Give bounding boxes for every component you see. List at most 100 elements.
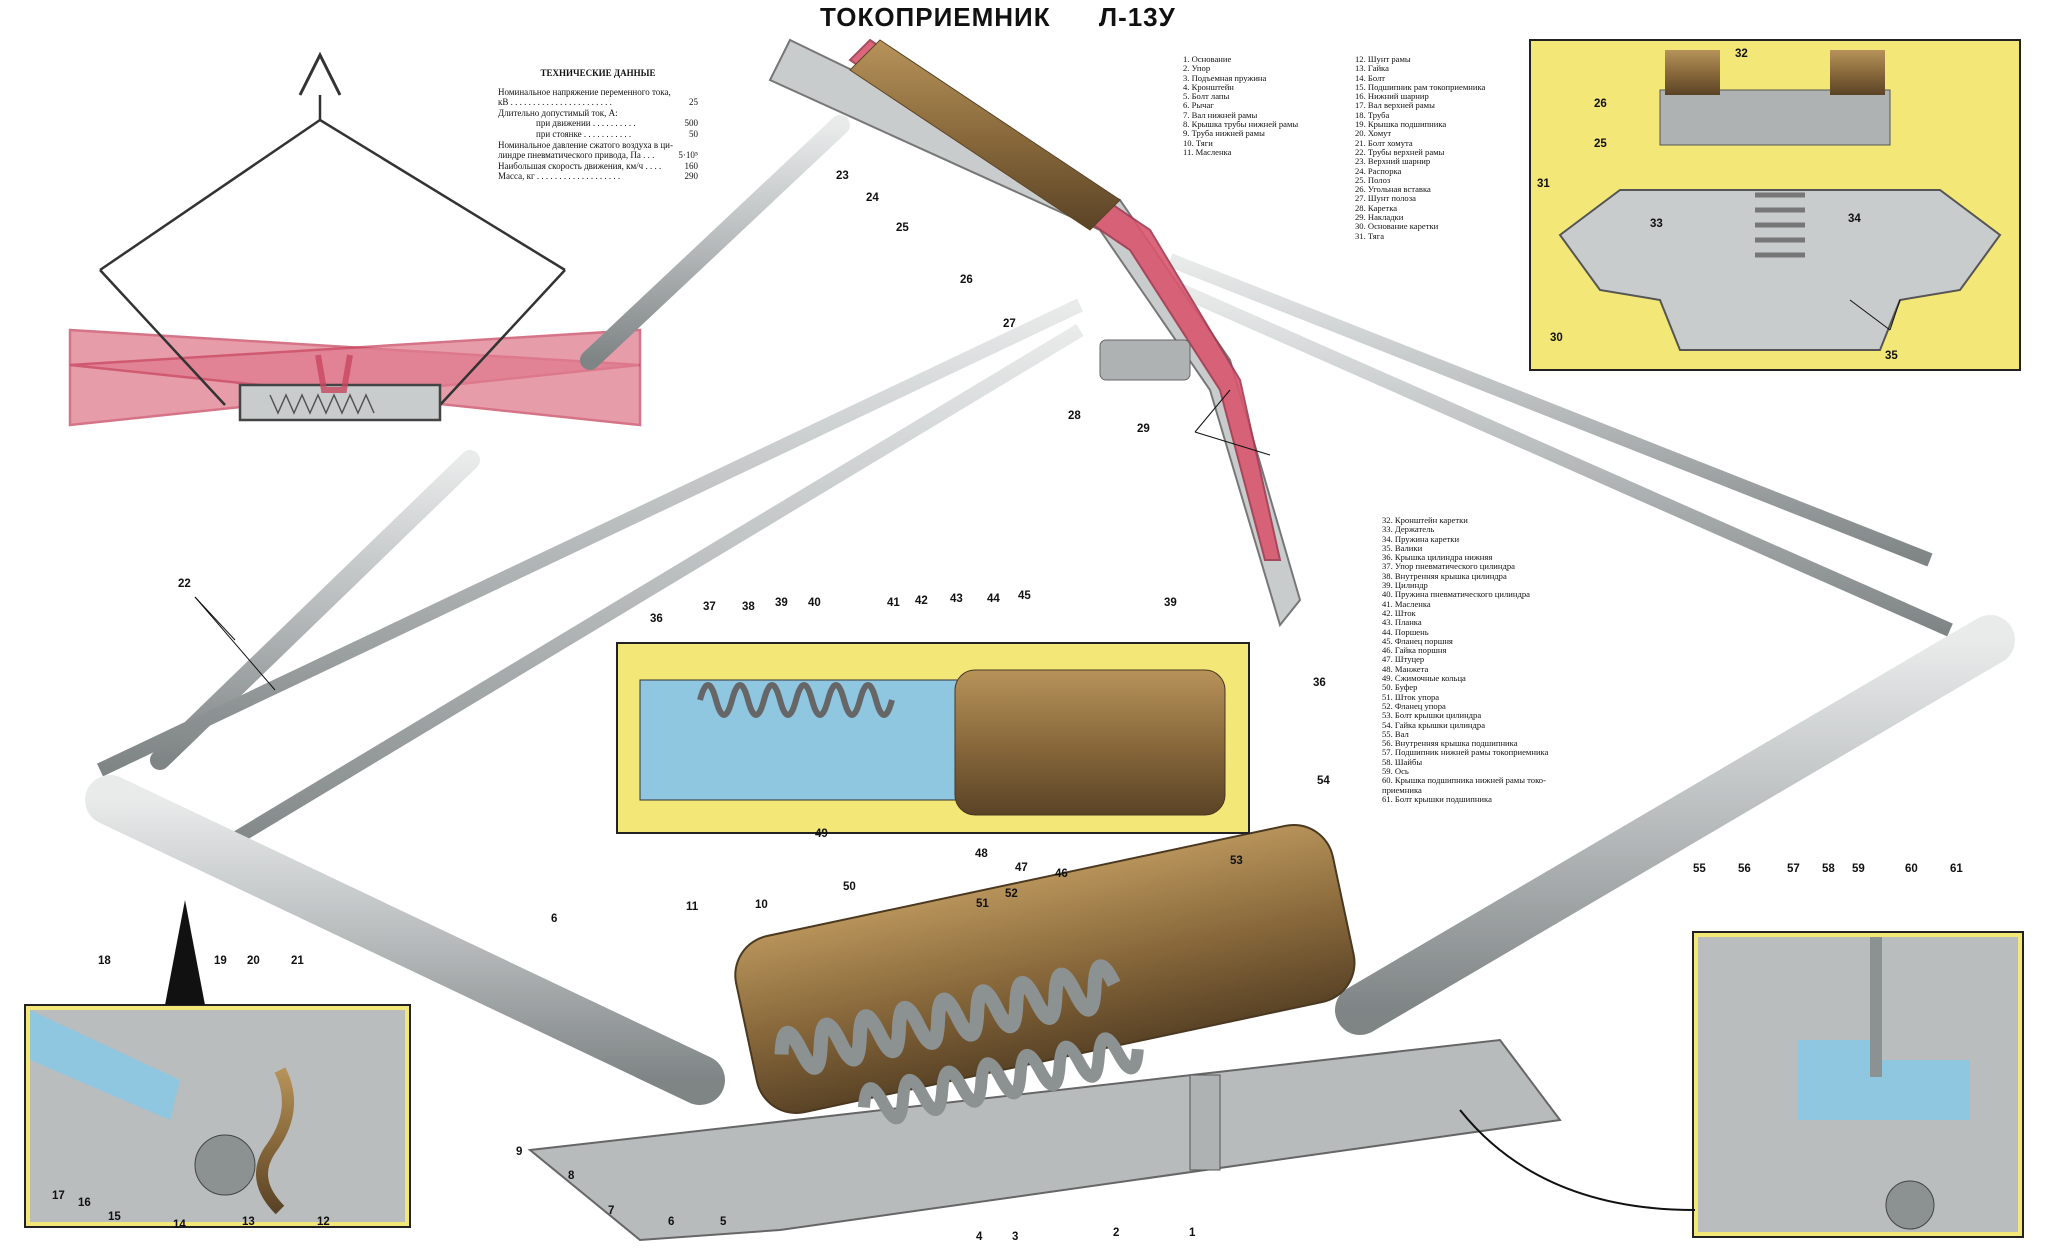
callout-label: 41	[887, 597, 900, 609]
spec-value: 25	[689, 97, 698, 108]
legend-item: 13. Гайка	[1355, 63, 1389, 74]
legend-item: 41. Масленка	[1382, 598, 1431, 609]
spec-row: Наибольшая скорость движения, км/ч . . .…	[498, 161, 698, 172]
callout-label: 46	[1055, 868, 1068, 880]
callout-label: 6	[551, 913, 558, 925]
legend-item: 56. Внутренняя крышка подшипника	[1382, 738, 1518, 749]
callout-label: 57	[1787, 863, 1800, 875]
callout-label: 47	[1015, 862, 1028, 874]
legend-item: 25. Полоз	[1355, 174, 1391, 185]
legend-item: 30. Основание каретки	[1355, 221, 1439, 232]
callout-label: 20	[247, 955, 260, 967]
callout-label: 16	[78, 1197, 91, 1209]
legend-item: 27. Шунт полоза	[1355, 193, 1416, 204]
callout-label: 55	[1693, 863, 1706, 875]
legend-item: 38. Внутренняя крышка цилиндра	[1382, 570, 1507, 581]
callout-label: 1	[1189, 1227, 1196, 1239]
callout-label: 37	[703, 601, 716, 613]
legend-item: 47. Штуцер	[1382, 654, 1425, 665]
legend-item: 11. Масленка	[1183, 146, 1232, 157]
legend-item: 55. Вал	[1382, 728, 1409, 739]
callout-label: 58	[1822, 863, 1835, 875]
legend-item: 46. Гайка поршня	[1382, 645, 1447, 656]
legend-item: 53. Болт крышки цилиндра	[1382, 710, 1482, 721]
legend-item: 15. Подшипник рам токоприемника	[1355, 81, 1486, 92]
callout-label: 10	[755, 899, 768, 911]
legend-item: 26. Угольная вставка	[1355, 184, 1431, 195]
callout-label: 32	[1735, 48, 1748, 60]
callout-label: 35	[1885, 350, 1898, 362]
spec-text: кВ . . . . . . . . . . . . . . . . . . .…	[498, 97, 612, 108]
callout-label: 61	[1950, 863, 1963, 875]
legend-item: 1. Основание	[1183, 54, 1232, 64]
pantograph-frame	[85, 38, 2015, 1105]
legend-item: 14. Болт	[1355, 72, 1386, 83]
legend-item: 34. Пружина каретки	[1382, 533, 1460, 544]
spec-value: 500	[684, 118, 699, 129]
base-mechanism	[527, 823, 1562, 1242]
callout-label: 34	[1848, 213, 1861, 225]
callout-label: 33	[1650, 218, 1663, 230]
callout-label: 25	[896, 222, 909, 234]
legend-item: 54. Гайка крышки цилиндра	[1382, 719, 1486, 730]
legend-item: 36. Крышка цилиндра нижняя	[1382, 552, 1493, 563]
legend-item: 61. Болт крышки подшипника	[1382, 793, 1492, 804]
legend-item: 43. Планка	[1382, 617, 1422, 628]
callout-label: 7	[608, 1205, 615, 1217]
legend-item: 28. Каретка	[1355, 202, 1398, 213]
legend-item: 42. Шток	[1382, 607, 1416, 618]
callout-label: 49	[815, 828, 828, 840]
callout-label: 40	[808, 597, 821, 609]
legend-item: 7. Вал нижней рамы	[1183, 109, 1258, 120]
callout-label: 60	[1905, 863, 1918, 875]
spec-value: 5·10⁵	[678, 150, 698, 161]
callout-label: 21	[291, 955, 304, 967]
spec-text: Номинальное давление сжатого воздуха в ц…	[498, 139, 673, 150]
arrow-pointer	[165, 900, 205, 1005]
legend-item: 16. Нижний шарнир	[1355, 91, 1429, 102]
legend-item: 22. Трубы верхней рамы	[1355, 146, 1445, 157]
technical-specs: ТЕХНИЧЕСКИЕ ДАННЫЕ Номинальное напряжени…	[498, 68, 698, 182]
legend-item: 12. Шунт рамы	[1355, 54, 1411, 64]
legend-item: 59. Ось	[1382, 766, 1409, 777]
page-title: ТОКОПРИЕМНИК Л-13У	[820, 2, 1176, 32]
callout-label: 36	[650, 613, 663, 625]
callout-label: 11	[686, 901, 699, 913]
callout-label: 48	[975, 848, 988, 860]
callout-label: 13	[242, 1216, 255, 1228]
legend-item: 50. Буфер	[1382, 682, 1418, 693]
spec-value: 160	[684, 160, 699, 171]
carriage-inset	[1529, 39, 2021, 371]
callout-label: 31	[1537, 178, 1550, 190]
spec-text: Масса, кг . . . . . . . . . . . . . . . …	[498, 171, 621, 182]
legend-item: 23. Верхний шарнир	[1355, 156, 1431, 167]
callout-label: 59	[1852, 863, 1865, 875]
callout-label: 51	[976, 898, 989, 910]
callout-label: 52	[1005, 888, 1018, 900]
bearing-inset-right	[1692, 931, 2024, 1238]
legend-item: 24. Распорка	[1355, 165, 1402, 176]
legend-item: 18. Труба	[1355, 109, 1390, 120]
callout-label: 36	[1313, 677, 1326, 689]
cylinder-inset	[616, 642, 1250, 834]
callout-label: 9	[516, 1146, 523, 1158]
callout-label: 8	[568, 1170, 575, 1182]
legend-item: 39. Цилиндр	[1382, 580, 1428, 591]
callout-label: 2	[1113, 1227, 1120, 1239]
callout-label: 19	[214, 955, 227, 967]
callout-label: 43	[950, 593, 963, 605]
legend-item: 51. Шток упора	[1382, 691, 1440, 702]
callout-label: 30	[1550, 332, 1563, 344]
callout-label: 39	[775, 597, 788, 609]
spec-row: Длительно допустимый ток, А:	[498, 108, 698, 119]
callout-label: 26	[960, 274, 973, 286]
callout-label: 38	[742, 601, 755, 613]
spec-value: 50	[689, 128, 698, 139]
legend-item: 60. Крышка подшипника нижней рамы токо-	[1382, 775, 1546, 786]
legend-item: 57. Подшипник нижней рамы токоприемника	[1382, 747, 1549, 758]
callout-label: 5	[720, 1216, 727, 1228]
